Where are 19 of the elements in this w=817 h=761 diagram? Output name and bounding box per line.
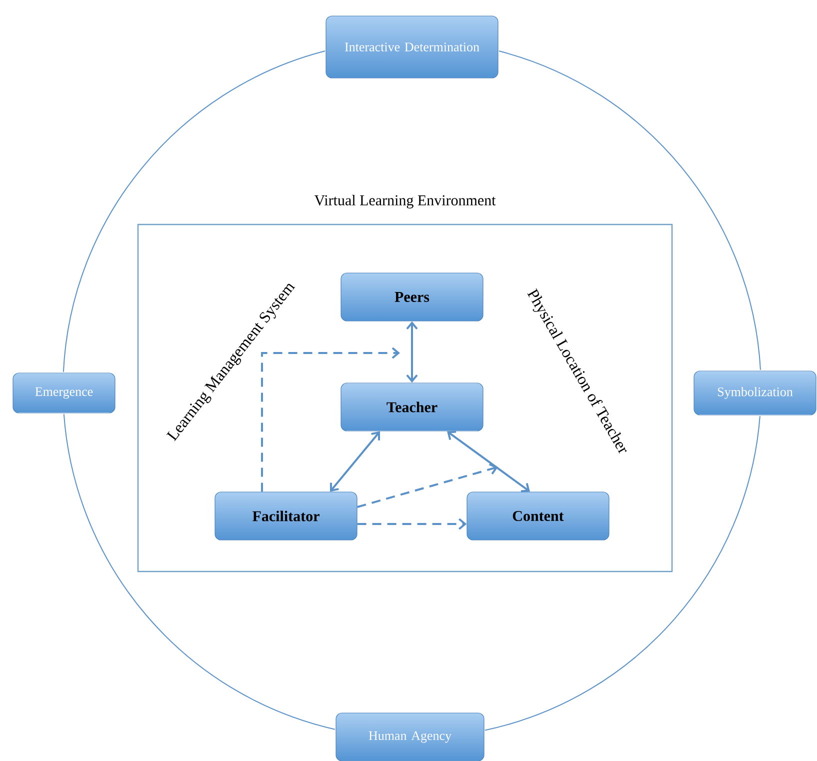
- arrow: [406, 321, 418, 383]
- circle-arc: [498, 50, 761, 370]
- rounded-box: Facilitator: [214, 492, 358, 540]
- rounded-box: Teacher: [340, 382, 484, 432]
- arrow: [330, 431, 380, 492]
- rounded-box: Symbolization: [694, 370, 816, 416]
- rounded-box: Content: [466, 492, 610, 540]
- circle-arc: [484, 416, 760, 731]
- arrow: [261, 347, 400, 492]
- arrow: [357, 518, 467, 530]
- rounded-box: Interactive Determination: [326, 16, 498, 78]
- circle-arc: [62, 50, 326, 372]
- rounded-box: Human Agency: [336, 712, 484, 761]
- node-label: Virtual Learning Environment: [314, 194, 496, 208]
- arrow: [357, 463, 498, 508]
- rounded-box: Emergence: [12, 372, 116, 414]
- rounded-box: Peers: [340, 272, 484, 322]
- arrow: [447, 430, 530, 492]
- circle-arc: [63, 414, 336, 730]
